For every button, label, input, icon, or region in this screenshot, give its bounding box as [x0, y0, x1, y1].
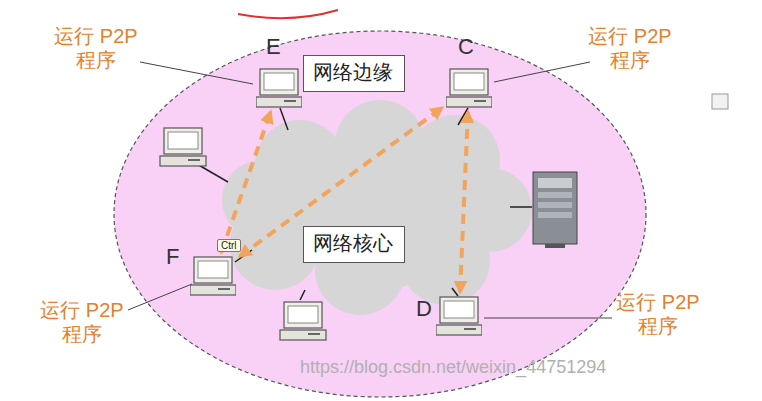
watermark: https://blog.csdn.net/weixin_44751294 — [300, 357, 606, 378]
callout-text: 运行 P2P 程序 — [586, 24, 674, 72]
p2p-connection — [221, 112, 270, 252]
p2p-host: C — [446, 68, 492, 108]
region-name: 网络边缘 — [313, 59, 395, 86]
side-button — [712, 94, 728, 109]
host-name: F — [166, 244, 179, 270]
callout-text: 运行 P2P 程序 — [614, 290, 702, 338]
leader-lines — [128, 62, 612, 318]
region-label-box: 网络核心 — [303, 226, 405, 263]
computer-icon — [436, 296, 482, 336]
plain-computers — [160, 128, 326, 340]
region-name: 网络核心 — [313, 230, 395, 257]
host-name: D — [416, 296, 432, 322]
host-name: E — [266, 34, 281, 60]
network-core-cloud — [222, 100, 532, 315]
region-label-box: 网络边缘 — [303, 55, 405, 92]
computer-icon — [190, 256, 236, 296]
p2p-connection — [240, 108, 442, 256]
host-name: C — [458, 34, 474, 60]
server — [533, 172, 577, 248]
key-cap: Ctrl — [217, 239, 241, 252]
p2p-host: E — [256, 68, 302, 108]
p2p-connection — [460, 112, 468, 292]
computer-icon — [256, 68, 302, 108]
callout-text: 运行 P2P 程序 — [38, 298, 126, 346]
p2p-host: D — [436, 296, 482, 336]
red-mark — [238, 10, 338, 18]
access-links — [190, 108, 532, 300]
callout-text: 运行 P2P 程序 — [52, 24, 140, 72]
network-edge-region — [114, 31, 646, 397]
computer-icon — [446, 68, 492, 108]
p2p-host: F — [190, 256, 236, 296]
